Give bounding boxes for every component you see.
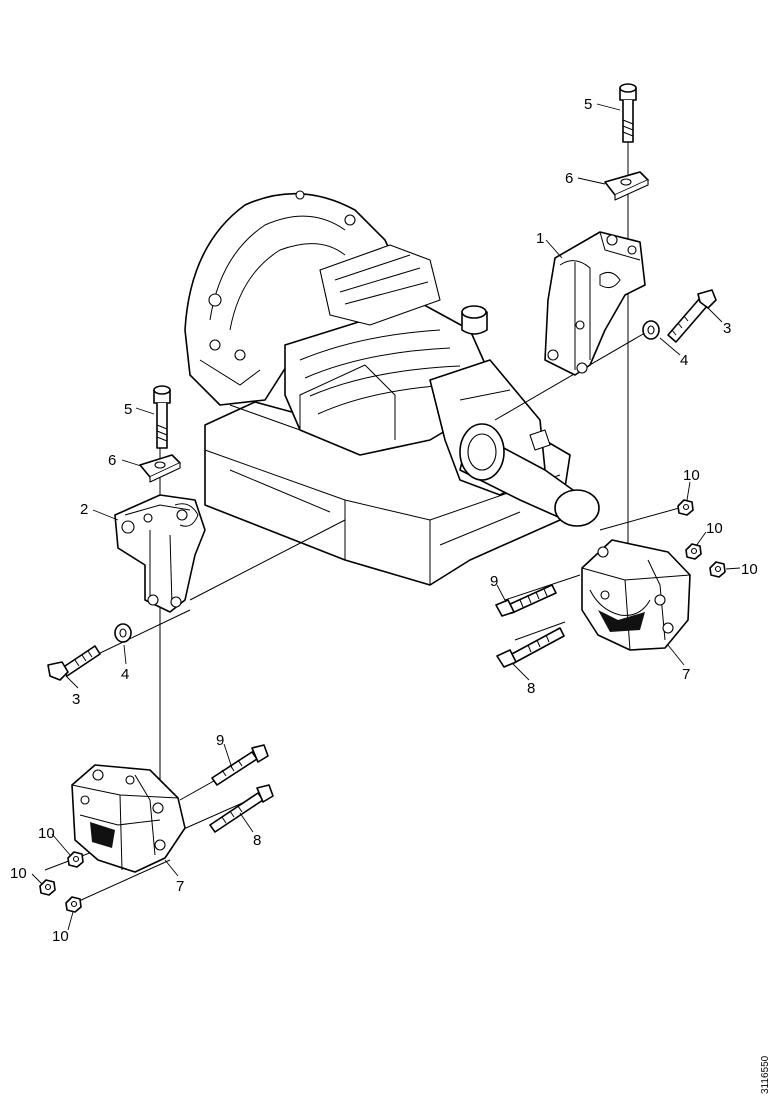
bolt-3-left: [47, 645, 101, 681]
leader-lines: [31, 103, 741, 931]
transmission-housing: [184, 190, 600, 586]
callout-8-left: 8: [253, 832, 261, 849]
callout-9-left: 9: [216, 732, 224, 749]
callout-10-left-middle: 10: [10, 865, 27, 882]
nut-10-right-middle: [685, 543, 702, 560]
callout-labels: 1 2 3 3 4 4 5 5 6 6 7 7 8 8 9 9 10 10 10…: [10, 96, 758, 945]
upper-bracket-left: [114, 494, 206, 613]
document-number: 3116550: [760, 1055, 771, 1094]
callout-8-right: 8: [527, 680, 535, 697]
callout-7-right: 7: [682, 666, 690, 683]
callout-7-left: 7: [176, 878, 184, 895]
callout-5-right: 5: [584, 96, 592, 113]
washer-6-right: [604, 171, 649, 201]
callout-5-left: 5: [124, 401, 132, 418]
nut-10-right-lower: [709, 561, 726, 578]
nut-10-left-lower: [65, 896, 82, 913]
callout-10-right-lower: 10: [741, 561, 758, 578]
callout-10-left-lower: 10: [52, 928, 69, 945]
callout-10-right-upper: 10: [683, 467, 700, 484]
bolt-8-left: [209, 784, 274, 833]
bolt-5-left: [153, 385, 171, 449]
callout-3-left: 3: [72, 691, 80, 708]
callout-1: 1: [536, 230, 544, 247]
bolt-9-left: [211, 744, 269, 786]
nut-10-left-upper: [67, 851, 84, 868]
callout-10-right-middle: 10: [706, 520, 723, 537]
engine-mount-right: [581, 539, 691, 651]
callout-3-right: 3: [723, 320, 731, 337]
callout-6-right: 6: [565, 170, 573, 187]
callout-4-left: 4: [121, 666, 129, 683]
nut-10-right-upper: [677, 499, 694, 516]
washer-6-left: [139, 454, 181, 483]
engine-mount-left: [71, 764, 186, 873]
washer-4-left: [114, 623, 132, 643]
bolt-9-right: [495, 584, 557, 617]
bolt-5-right: [619, 83, 637, 143]
callout-10-left-upper: 10: [38, 825, 55, 842]
upper-bracket-right: [544, 231, 646, 376]
bolt-3-right: [667, 289, 717, 343]
callout-9-right: 9: [490, 573, 498, 590]
callout-4-right: 4: [680, 352, 688, 369]
nut-10-left-middle: [39, 879, 56, 896]
bolt-8-right: [496, 627, 565, 668]
callout-2: 2: [80, 501, 88, 518]
callout-6-left: 6: [108, 452, 116, 469]
washer-4-right: [642, 320, 660, 340]
